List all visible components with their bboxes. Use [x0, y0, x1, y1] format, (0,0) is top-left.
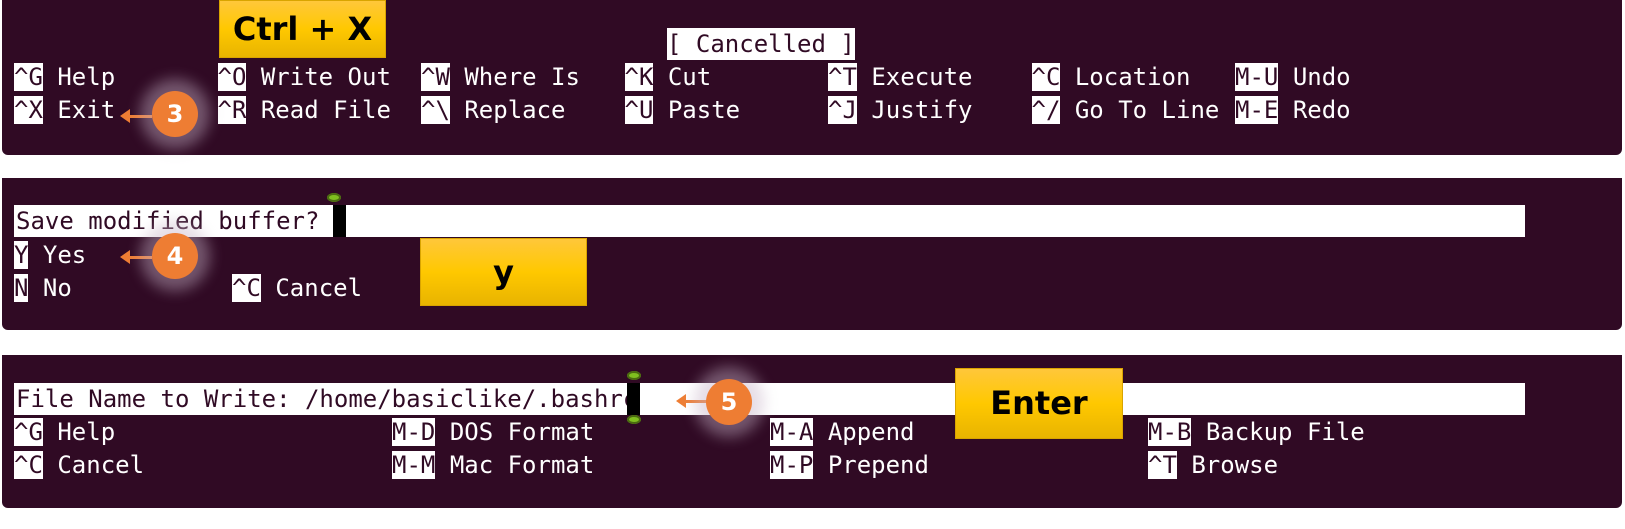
shortcut-label: Exit [57, 96, 116, 124]
shortcut-label: Mac Format [449, 451, 595, 479]
shortcut-write-out[interactable]: ^O Write Out [217, 61, 391, 93]
shortcut-location[interactable]: ^C Location [1031, 61, 1191, 93]
shortcut-key: ^W [421, 63, 450, 91]
shortcut-go-to-line[interactable]: ^/ Go To Line [1031, 94, 1220, 126]
step-badge-5: 5 [706, 379, 752, 425]
shortcut-label: Replace [464, 96, 566, 124]
shortcut-key: M-M [392, 451, 436, 479]
shortcut-key: M-E [1235, 96, 1279, 124]
shortcut-redo[interactable]: M-E Redo [1235, 94, 1351, 126]
shortcut-label: Paste [667, 96, 741, 124]
shortcut-read-file[interactable]: ^R Read File [217, 94, 391, 126]
shortcut-append[interactable]: M-A Append [770, 416, 915, 448]
shortcut-mac-format[interactable]: M-M Mac Format [392, 449, 594, 481]
shortcut-label: Undo [1292, 63, 1351, 91]
shortcut-key: M-P [770, 451, 814, 479]
shortcut-label: Prepend [827, 451, 929, 479]
shortcut-cut[interactable]: ^K Cut [624, 61, 712, 93]
option-no[interactable]: N No [14, 274, 72, 302]
terminal-panel-save-prompt: Save modified buffer? Y Yes N No ^C Canc… [2, 178, 1622, 330]
shortcut-key: ^U [624, 96, 654, 124]
arrow-icon [676, 394, 708, 408]
step-badge-3: 3 [152, 91, 198, 137]
shortcut-key: ^/ [1031, 96, 1061, 124]
shortcut-key: ^\ [421, 96, 450, 124]
shortcut-execute[interactable]: ^T Execute [828, 61, 973, 93]
terminal-panel-exit: [ Cancelled ] ^G Help ^O Write Out ^W Wher… [2, 0, 1622, 155]
callout-ctrl-x: Ctrl + X [219, 0, 386, 58]
shortcut-key: ^O [217, 63, 247, 91]
shortcut-key: M-A [770, 418, 814, 446]
shortcut-key: M-D [392, 418, 436, 446]
step-badge-4: 4 [152, 233, 198, 279]
option-yes[interactable]: Y Yes [14, 241, 87, 269]
text-cursor [333, 205, 346, 237]
shortcut-key: ^G [14, 63, 43, 91]
cursor-handle-icon[interactable] [327, 193, 341, 202]
shortcut-key: M-U [1235, 63, 1279, 91]
shortcut-browse[interactable]: ^T Browse [1148, 449, 1278, 481]
shortcut-label: Browse [1191, 451, 1279, 479]
terminal-panel-filename: File Name to Write: /home/basiclike/.bas… [2, 355, 1622, 508]
status-cancelled: [ Cancelled ] [667, 28, 855, 60]
shortcut-label: Write Out [260, 63, 391, 91]
shortcut-undo[interactable]: M-U Undo [1235, 61, 1351, 93]
shortcut-label: Append [827, 418, 915, 446]
arrow-icon [120, 250, 152, 264]
shortcut-justify[interactable]: ^J Justify [828, 94, 973, 126]
shortcut-key: ^R [217, 96, 247, 124]
shortcut-exit[interactable]: ^X Exit [14, 94, 115, 126]
callout-y: y [420, 238, 587, 306]
shortcut-label: Execute [871, 63, 973, 91]
text-cursor [627, 383, 640, 415]
shortcut-label: Justify [871, 96, 973, 124]
prompt-bar: Save modified buffer? [14, 205, 1525, 237]
shortcut-label: Read File [260, 96, 391, 124]
shortcut-label: Cut [667, 63, 712, 91]
shortcut-help[interactable]: ^G Help [14, 61, 115, 93]
shortcut-prepend[interactable]: M-P Prepend [770, 449, 929, 481]
shortcut-label: Backup File [1205, 418, 1365, 446]
shortcut-label: Where Is [464, 63, 580, 91]
cursor-handle-icon[interactable] [627, 371, 641, 380]
shortcut-label: DOS Format [449, 418, 595, 446]
shortcut-key: ^T [1148, 451, 1177, 479]
shortcut-key: M-B [1148, 418, 1192, 446]
shortcut-help[interactable]: ^G Help [14, 416, 115, 448]
shortcut-label: Help [57, 63, 116, 91]
shortcut-key: ^C [1031, 63, 1061, 91]
arrow-icon [120, 109, 152, 123]
shortcut-label: Location [1074, 63, 1191, 91]
shortcut-backup-file[interactable]: M-B Backup File [1148, 416, 1365, 448]
shortcut-key: ^T [828, 63, 857, 91]
filename-bar: File Name to Write: /home/basiclike/.bas… [14, 383, 1525, 415]
shortcut-label: Redo [1292, 96, 1351, 124]
shortcut-label: Cancel [57, 451, 145, 479]
option-cancel[interactable]: ^C Cancel [232, 274, 363, 302]
shortcut-label: Go To Line [1074, 96, 1220, 124]
prompt-text: Save modified buffer? [16, 207, 334, 235]
shortcut-key: ^X [14, 96, 43, 124]
cursor-handle-icon[interactable] [627, 415, 641, 424]
shortcut-key: ^C [14, 451, 43, 479]
shortcut-label: Help [57, 418, 116, 446]
shortcut-key: ^G [14, 418, 43, 446]
callout-enter: Enter [955, 368, 1123, 439]
shortcut-dos-format[interactable]: M-D DOS Format [392, 416, 594, 448]
shortcut-cancel[interactable]: ^C Cancel [14, 449, 144, 481]
filename-input[interactable]: File Name to Write: /home/basiclike/.bas… [16, 385, 638, 413]
shortcut-key: ^K [624, 63, 654, 91]
shortcut-paste[interactable]: ^U Paste [624, 94, 741, 126]
shortcut-replace[interactable]: ^\ Replace [421, 94, 566, 126]
shortcut-where-is[interactable]: ^W Where Is [421, 61, 580, 93]
shortcut-key: ^J [828, 96, 857, 124]
